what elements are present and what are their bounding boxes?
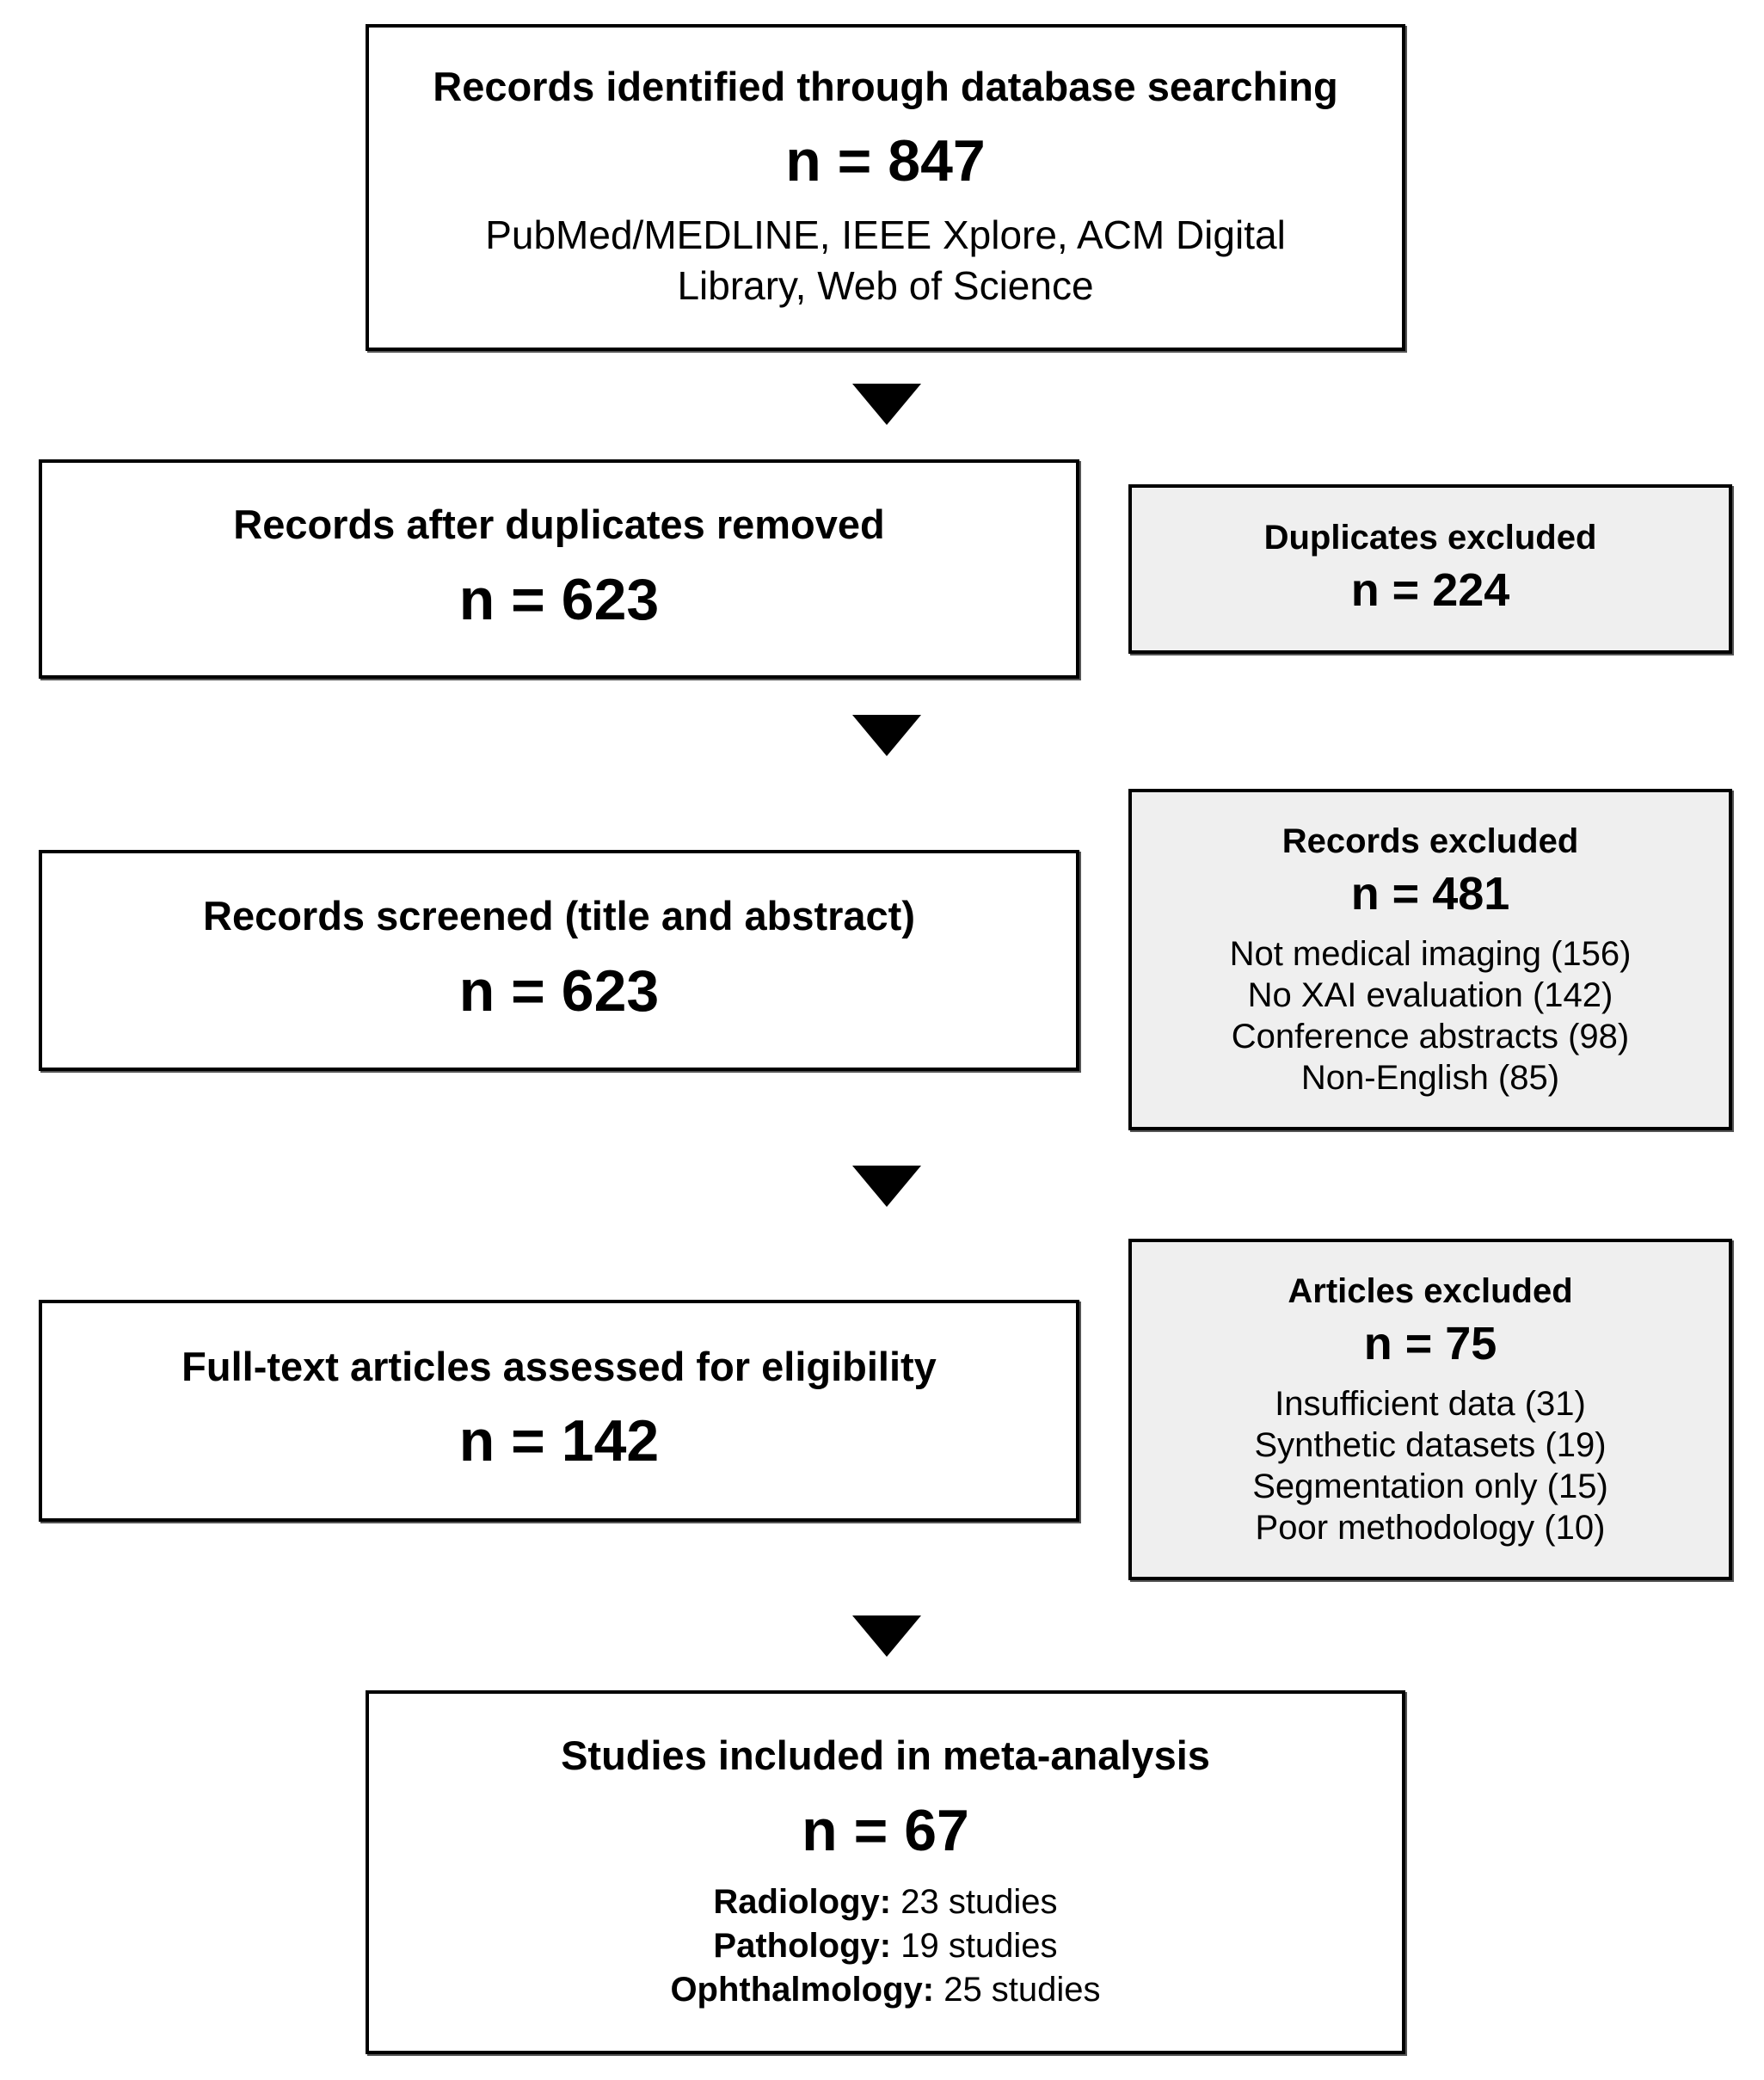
duplicates-excluded-count: n = 224 [1350,564,1510,617]
fulltext-title: Full-text articles assessed for eligibil… [181,1343,937,1389]
duplicates-excluded-box: Duplicates excluded n = 224 [1128,484,1732,654]
reason-item: No XAI evaluation (142) [1247,975,1613,1014]
breakdown-item: Ophthalmology: 25 studies [670,1968,1100,2012]
records-excluded-title: Records excluded [1282,822,1579,861]
records-excluded-reasons: Not medical imaging (156) No XAI evaluat… [1230,933,1632,1098]
reason-item: Conference abstracts (98) [1231,1017,1630,1055]
reason-item: Not medical imaging (156) [1229,934,1632,973]
records-excluded-count: n = 481 [1350,868,1510,920]
included-title: Studies included in meta-analysis [561,1732,1210,1779]
identified-sources: PubMed/MEDLINE, IEEE Xplore, ACM Digital… [485,212,1286,309]
identified-box: Records identified through database sear… [366,24,1405,351]
arrow-down-icon [852,384,921,425]
breakdown-label: Pathology: [713,1927,892,1966]
reason-item: Segmentation only (15) [1252,1467,1608,1505]
arrow-down-icon [852,715,921,756]
included-count: n = 67 [802,1797,969,1863]
after-duplicates-box: Records after duplicates removed n = 623 [39,459,1079,679]
after-duplicates-count: n = 623 [458,566,660,632]
records-excluded-box: Records excluded n = 481 Not medical ima… [1128,789,1732,1130]
reason-item: Insufficient data (31) [1275,1384,1586,1423]
articles-excluded-reasons: Insufficient data (31) Synthetic dataset… [1252,1383,1608,1548]
breakdown-value: 19 studies [891,1927,1058,1966]
screened-count: n = 623 [458,957,660,1024]
articles-excluded-box: Articles excluded n = 75 Insufficient da… [1128,1239,1732,1580]
breakdown-value: 25 studies [934,1971,1101,2009]
fulltext-count: n = 142 [458,1408,660,1474]
duplicates-excluded-title: Duplicates excluded [1263,519,1597,557]
breakdown-item: Pathology: 19 studies [713,1924,1057,1968]
identified-count: n = 847 [785,128,986,194]
reason-item: Synthetic datasets (19) [1254,1425,1607,1464]
articles-excluded-count: n = 75 [1363,1318,1497,1370]
identified-title: Records identified through database sear… [433,63,1338,109]
breakdown-value: 23 studies [891,1883,1058,1922]
arrow-down-icon [852,1615,921,1657]
after-duplicates-title: Records after duplicates removed [233,502,885,548]
screened-title: Records screened (title and abstract) [203,893,915,939]
arrow-down-icon [852,1166,921,1207]
reason-item: Poor methodology (10) [1255,1508,1606,1547]
screened-box: Records screened (title and abstract) n … [39,850,1079,1071]
articles-excluded-title: Articles excluded [1288,1272,1573,1311]
reason-item: Non-English (85) [1300,1058,1560,1097]
breakdown-label: Radiology: [713,1883,892,1922]
included-box: Studies included in meta-analysis n = 67… [366,1690,1405,2054]
breakdown-item: Radiology: 23 studies [713,1880,1057,1924]
fulltext-box: Full-text articles assessed for eligibil… [39,1300,1079,1522]
breakdown-label: Ophthalmology: [670,1971,935,2009]
